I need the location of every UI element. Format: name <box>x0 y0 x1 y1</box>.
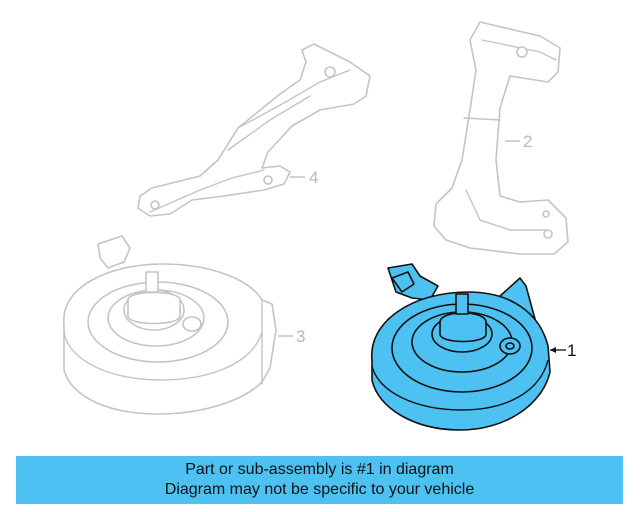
horn-part-1 <box>371 263 551 431</box>
parts-diagram: 4 2 3 1 <box>63 21 576 431</box>
banner-line-2: Diagram may not be specific to your vehi… <box>164 481 475 498</box>
callout-4: 4 <box>309 168 318 187</box>
bracket-part-2 <box>433 21 569 255</box>
arrowhead-part-1 <box>550 347 556 353</box>
callout-3: 3 <box>296 327 305 346</box>
horn-part-3 <box>63 235 277 415</box>
callout-1: 1 <box>567 341 576 360</box>
bracket-part-4 <box>137 43 371 217</box>
info-banner: Part or sub-assembly is #1 in diagram Di… <box>16 456 623 504</box>
banner-line-1: Part or sub-assembly is #1 in diagram <box>185 461 454 478</box>
callout-2: 2 <box>523 132 532 151</box>
